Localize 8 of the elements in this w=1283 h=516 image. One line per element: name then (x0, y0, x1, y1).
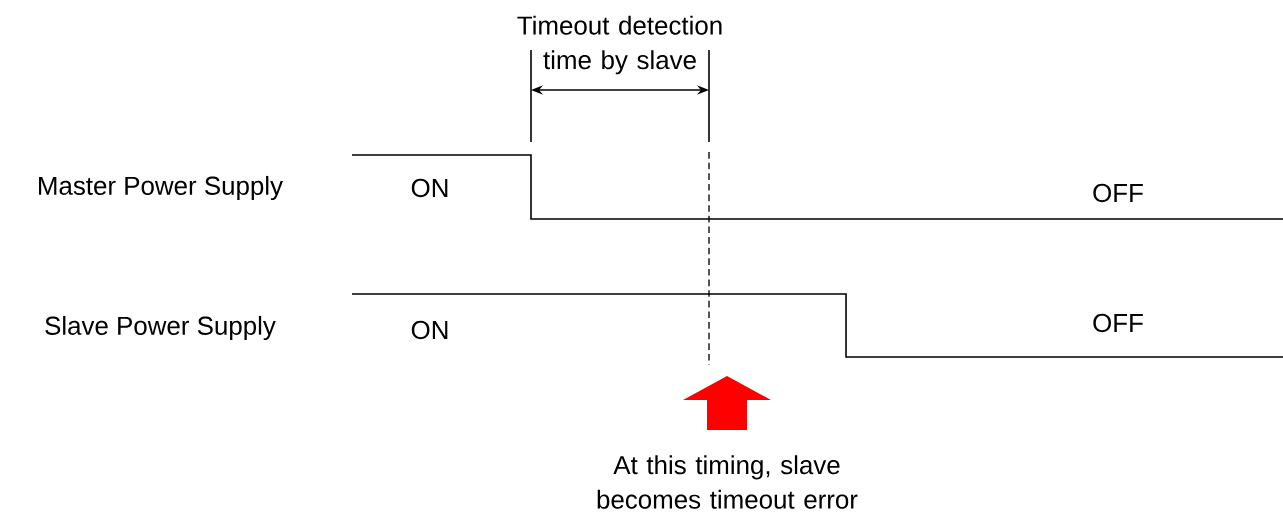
dimension-label: Timeout detection time by slave (517, 15, 722, 75)
state-label: ON (411, 178, 448, 198)
signal-name: Master Power Supply (39, 175, 283, 201)
signal-name: Slave Power Supply (45, 315, 276, 341)
note-text: At this timing, slave becomes timeout error (597, 455, 858, 509)
state-label: ON (411, 320, 448, 340)
state-label: OFF (1093, 313, 1143, 333)
state-label: OFF (1093, 183, 1143, 203)
